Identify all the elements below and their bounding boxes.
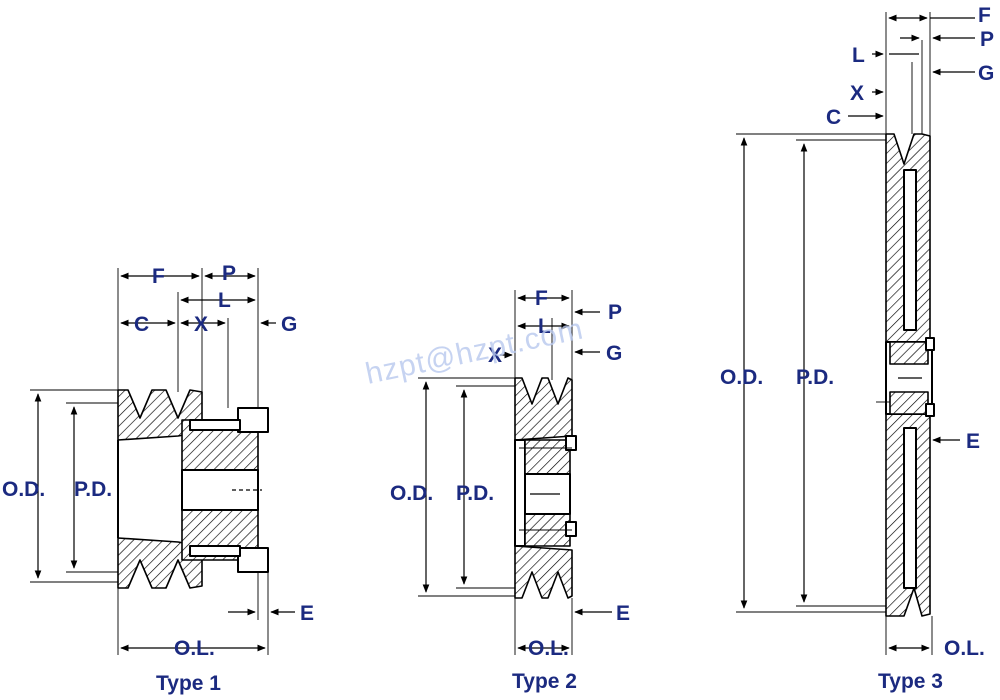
type-2-label-f: F: [535, 287, 548, 310]
type-2-label-od: O.D.: [390, 482, 433, 505]
type-1-label-p: P: [222, 262, 236, 285]
type-1-sheave-top: [117, 389, 203, 441]
type-2-bushing-top: [524, 439, 571, 475]
watermark-text: hzpt@hzpt.com: [363, 312, 587, 390]
type-3-web-slot-top: [903, 169, 917, 331]
type-3-flange-bottom: [925, 403, 935, 417]
type-2-flange-bottom: [565, 521, 577, 537]
type-2-sheave-top: [514, 377, 573, 441]
type-1-label-od: O.D.: [2, 478, 45, 501]
type-2-label-e: E: [616, 602, 630, 625]
type-3-label-f: F: [978, 4, 991, 27]
type-3-label-e: E: [966, 430, 980, 453]
type-1-label-pd: P.D.: [74, 478, 112, 501]
type-2-label-pd: P.D.: [456, 482, 494, 505]
type-1-screw-top: [189, 419, 241, 431]
type-1-screw-bottom: [189, 545, 241, 557]
type-1-bore: [181, 469, 259, 511]
type-1-flange-bottom: [237, 547, 269, 573]
type-2-flange-top: [565, 435, 577, 451]
type-3-label-pd: P.D.: [796, 366, 834, 389]
type-1-labels: O.D. P.D. F P L C X G E O.L. Type 1: [2, 262, 314, 695]
type-1-flange-top: [237, 407, 269, 433]
type-2-label-ol: O.L.: [528, 637, 569, 660]
type-1-label-g: G: [281, 313, 297, 336]
type-3-flange-top: [925, 337, 935, 351]
type-3-bushing-bottom: [889, 391, 929, 415]
type-3-label-od: O.D.: [720, 366, 763, 389]
type-2-label-p: P: [608, 301, 622, 324]
type-1-label-x: X: [194, 313, 208, 336]
type-2-label-x: X: [488, 344, 502, 367]
type-3-labels: O.D. P.D. F P L G X C E O.L. Type 3: [720, 4, 994, 693]
type-1-title: Type 1: [156, 672, 221, 695]
type-3-label-ol: O.L.: [944, 637, 985, 660]
type-3-drawing: [736, 12, 975, 655]
type-3-bushing-top: [889, 341, 929, 365]
type-1-label-e: E: [300, 602, 314, 625]
type-1-label-l: L: [218, 289, 231, 312]
type-1-label-ol: O.L.: [174, 637, 215, 660]
type-3-label-p: P: [980, 28, 994, 51]
type-3-web-slot-bottom: [903, 427, 917, 589]
type-2-sheave-bottom: [514, 545, 573, 599]
type-3-label-l: L: [852, 44, 865, 67]
type-2-drawing: [418, 290, 612, 655]
type-3-label-c: C: [826, 106, 841, 129]
type-3-title: Type 3: [878, 670, 943, 693]
type-2-label-l: L: [538, 315, 551, 338]
type-2-label-g: G: [606, 342, 622, 365]
type-2-labels: O.D. P.D. F P L G X E O.L. Type 2: [390, 287, 630, 693]
type-3-label-x: X: [850, 82, 864, 105]
type-1-label-f: F: [152, 265, 165, 288]
type-1-drawing: [30, 268, 295, 655]
type-1-label-c: C: [134, 313, 149, 336]
type-3-label-g: G: [978, 62, 994, 85]
type-2-title: Type 2: [512, 670, 577, 693]
